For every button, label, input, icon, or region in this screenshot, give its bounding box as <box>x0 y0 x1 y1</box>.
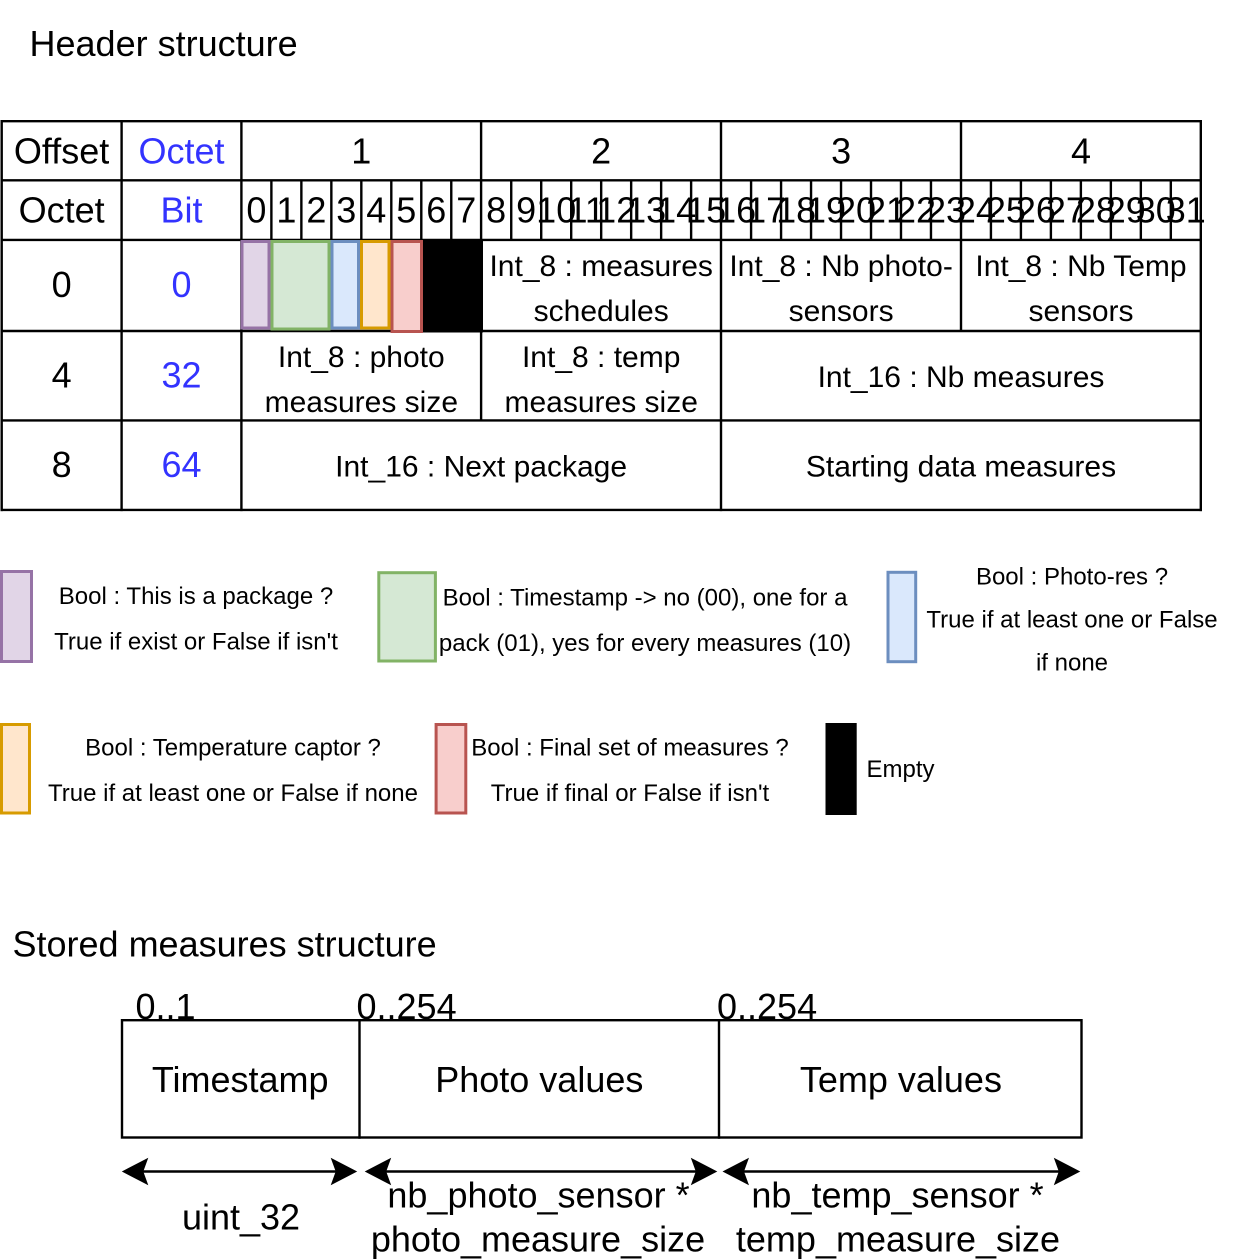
svg-text:Int_16 : Nb measures: Int_16 : Nb measures <box>818 361 1105 394</box>
svg-text:8: 8 <box>486 190 506 231</box>
svg-text:9: 9 <box>516 190 536 231</box>
svg-text:28: 28 <box>1076 190 1116 231</box>
svg-text:Empty: Empty <box>866 756 934 783</box>
svg-text:Octet: Octet <box>19 190 105 231</box>
svg-text:schedules: schedules <box>534 295 669 328</box>
svg-text:True if exist or False if isn': True if exist or False if isn't <box>54 629 338 656</box>
svg-text:temp_measure_size: temp_measure_size <box>736 1218 1060 1259</box>
svg-text:sensors: sensors <box>789 295 894 328</box>
svg-text:pack (01), yes for every measu: pack (01), yes for every measures (10) <box>439 630 851 657</box>
svg-text:4: 4 <box>366 190 386 231</box>
svg-text:15: 15 <box>686 190 726 231</box>
svg-text:Bool : Timestamp -> no (00), o: Bool : Timestamp -> no (00), one for a <box>443 585 849 612</box>
svg-text:32: 32 <box>161 355 201 396</box>
svg-text:30: 30 <box>1136 190 1176 231</box>
svg-text:Int_8 : measures: Int_8 : measures <box>489 250 712 283</box>
svg-text:1: 1 <box>276 190 296 231</box>
svg-text:measures size: measures size <box>265 386 458 419</box>
svg-text:Octet: Octet <box>138 130 224 171</box>
svg-text:16: 16 <box>716 190 756 231</box>
svg-text:6: 6 <box>426 190 446 231</box>
svg-text:Bool : Temperature captor ?: Bool : Temperature captor ? <box>85 735 381 762</box>
svg-text:3: 3 <box>831 130 851 171</box>
svg-text:Bool : This is a package ?: Bool : This is a package ? <box>59 583 333 610</box>
svg-text:20: 20 <box>836 190 876 231</box>
svg-text:Int_16 : Next package: Int_16 : Next package <box>335 451 627 484</box>
svg-text:25: 25 <box>986 190 1026 231</box>
svg-text:17: 17 <box>746 190 786 231</box>
svg-text:Starting data measures: Starting data measures <box>806 451 1116 484</box>
svg-text:10: 10 <box>536 190 576 231</box>
svg-text:14: 14 <box>656 190 696 231</box>
svg-text:if none: if none <box>1036 650 1108 677</box>
svg-text:photo_measure_size: photo_measure_size <box>371 1218 705 1259</box>
svg-text:64: 64 <box>161 444 201 485</box>
svg-text:True if final or False if isn': True if final or False if isn't <box>491 780 770 807</box>
svg-text:Bool : Final set of measures ?: Bool : Final set of measures ? <box>471 735 788 762</box>
svg-text:2: 2 <box>591 130 611 171</box>
svg-text:measures size: measures size <box>504 386 697 419</box>
svg-text:True if at least one or False: True if at least one or False <box>926 607 1217 634</box>
svg-text:2: 2 <box>306 190 326 231</box>
svg-text:Int_8 : photo: Int_8 : photo <box>278 341 445 374</box>
svg-text:24: 24 <box>956 190 996 231</box>
svg-text:12: 12 <box>596 190 636 231</box>
svg-text:Stored measures structure: Stored measures structure <box>13 923 437 964</box>
svg-text:31: 31 <box>1166 190 1206 231</box>
svg-text:8: 8 <box>52 444 72 485</box>
svg-text:Photo values: Photo values <box>435 1059 643 1100</box>
svg-text:1: 1 <box>351 130 371 171</box>
svg-text:23: 23 <box>926 190 966 231</box>
svg-text:19: 19 <box>806 190 846 231</box>
svg-text:29: 29 <box>1106 190 1146 231</box>
svg-text:sensors: sensors <box>1028 295 1133 328</box>
svg-text:nb_temp_sensor *: nb_temp_sensor * <box>751 1174 1043 1215</box>
svg-text:Temp values: Temp values <box>800 1059 1002 1100</box>
svg-text:5: 5 <box>396 190 416 231</box>
svg-text:7: 7 <box>456 190 476 231</box>
svg-text:Offset: Offset <box>14 130 109 171</box>
svg-text:Bit: Bit <box>160 190 202 231</box>
svg-text:Header structure: Header structure <box>30 23 298 64</box>
svg-text:18: 18 <box>776 190 816 231</box>
svg-text:Int_8 : temp: Int_8 : temp <box>522 341 680 374</box>
svg-text:uint_32: uint_32 <box>182 1196 300 1237</box>
svg-text:3: 3 <box>336 190 356 231</box>
svg-text:4: 4 <box>52 355 72 396</box>
svg-text:27: 27 <box>1046 190 1086 231</box>
svg-text:nb_photo_sensor *: nb_photo_sensor * <box>387 1174 689 1215</box>
svg-text:0: 0 <box>246 190 266 231</box>
svg-text:22: 22 <box>896 190 936 231</box>
svg-text:21: 21 <box>866 190 906 231</box>
svg-text:Int_8 : Nb photo-: Int_8 : Nb photo- <box>729 250 952 283</box>
svg-text:Timestamp: Timestamp <box>152 1059 329 1100</box>
svg-text:0: 0 <box>52 264 72 305</box>
svg-text:13: 13 <box>626 190 666 231</box>
svg-text:11: 11 <box>568 190 605 231</box>
svg-text:True if at least one or False: True if at least one or False if none <box>48 780 418 807</box>
svg-text:0: 0 <box>171 264 191 305</box>
svg-text:4: 4 <box>1071 130 1091 171</box>
svg-text:Int_8 : Nb Temp: Int_8 : Nb Temp <box>975 250 1186 283</box>
svg-text:26: 26 <box>1016 190 1056 231</box>
svg-text:Bool : Photo-res ?: Bool : Photo-res ? <box>976 564 1168 591</box>
